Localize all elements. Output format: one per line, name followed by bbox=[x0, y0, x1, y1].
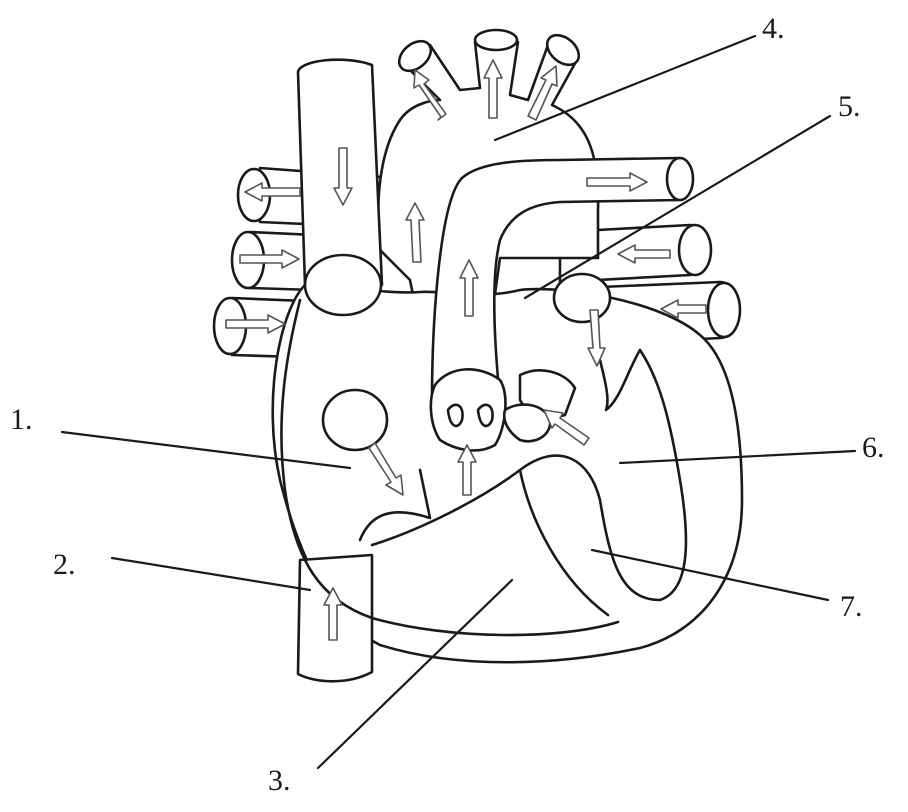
label-6: 6. bbox=[862, 433, 885, 463]
right-atrium-opening bbox=[323, 390, 387, 450]
label-5: 5. bbox=[838, 92, 861, 122]
label-2: 2. bbox=[53, 550, 76, 580]
label-3: 3. bbox=[268, 766, 291, 796]
sinoatrial-opening bbox=[305, 255, 381, 315]
leader-line-2 bbox=[112, 558, 310, 590]
label-7: 7. bbox=[840, 592, 863, 622]
label-1: 1. bbox=[10, 405, 33, 435]
label-4: 4. bbox=[762, 14, 785, 44]
left-atrium-opening bbox=[554, 274, 610, 322]
